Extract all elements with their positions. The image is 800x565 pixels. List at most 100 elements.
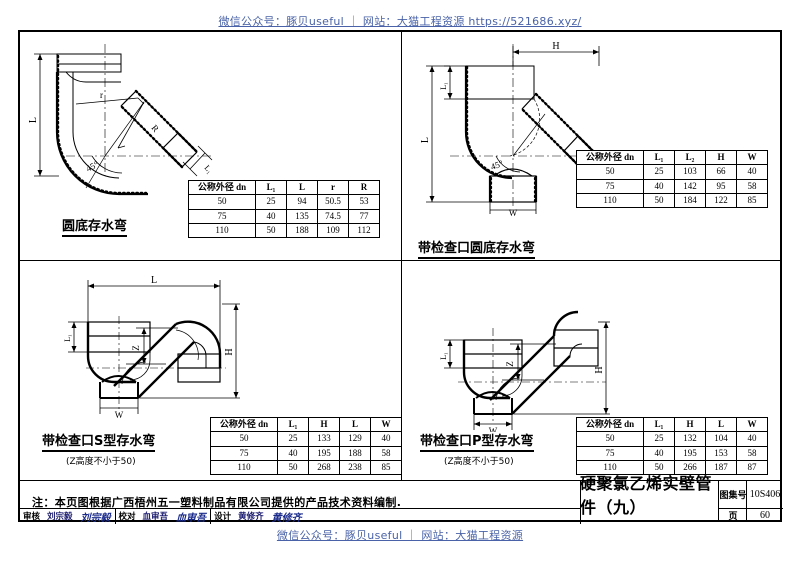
round-bottom-trap-drawing: L r R 45° L₁ bbox=[28, 44, 215, 196]
cell: 104 bbox=[705, 431, 737, 447]
cell: 184 bbox=[674, 192, 706, 209]
cell: 85 bbox=[736, 192, 768, 209]
cell: 58 bbox=[736, 178, 768, 194]
cell: 50.5 bbox=[317, 194, 349, 210]
cell: 95 bbox=[705, 178, 737, 194]
cell: 40 bbox=[643, 178, 675, 194]
sheet-inner: L r R 45° L₁ 圆底存水弯 公称外径 dn L₁ L r R 50 bbox=[20, 32, 783, 524]
table-row: 110 50 188 109 112 bbox=[188, 222, 380, 239]
cell: 40 bbox=[277, 445, 309, 461]
col-l1: L₁ bbox=[255, 179, 287, 196]
cell: 40 bbox=[255, 208, 287, 224]
drawing-sheet: L r R 45° L₁ 圆底存水弯 公称外径 dn L₁ L r R 50 bbox=[18, 30, 783, 524]
cell: 75 bbox=[576, 445, 644, 461]
divider-titleblock-left bbox=[580, 480, 581, 524]
table-row: 75 40 195 153 58 bbox=[576, 445, 768, 461]
cell: 77 bbox=[348, 208, 380, 224]
note-text: 注：本页图根据广西梧州五一塑料制品有限公司提供的产品技术资料编制. bbox=[32, 496, 402, 509]
caption-p-trap-with-cleanout: 带检查口P型存水弯 bbox=[420, 430, 534, 452]
col-l1: L₁ bbox=[643, 416, 675, 433]
col-l: L bbox=[286, 179, 318, 196]
cell: 50 bbox=[210, 431, 278, 447]
cell: 110 bbox=[576, 192, 644, 209]
cell: 103 bbox=[674, 164, 706, 180]
caption-round-bottom-trap-with-cleanout: 带检查口圆底存水弯 bbox=[418, 237, 536, 259]
table-row: 110 50 184 122 85 bbox=[576, 192, 768, 209]
subcaption-s-trap: (Z高度不小于50) bbox=[66, 457, 136, 467]
cell: 66 bbox=[705, 164, 737, 180]
cell: 50 bbox=[643, 192, 675, 209]
svg-text:H: H bbox=[552, 41, 559, 52]
svg-text:H: H bbox=[594, 366, 605, 373]
table-round-bottom-trap: 公称外径 dn L₁ L r R 50 25 94 50.5 53 75 40 bbox=[188, 179, 380, 239]
svg-text:L₁: L₁ bbox=[203, 163, 215, 175]
col-l: L bbox=[339, 416, 371, 433]
col-dn: 公称外径 dn bbox=[210, 416, 278, 433]
cell: 122 bbox=[705, 192, 737, 209]
cell: 85 bbox=[370, 459, 402, 476]
table-round-bottom-trap-wrap: 公称外径 dn L₁ L r R 50 25 94 50.5 53 75 40 bbox=[188, 179, 380, 239]
col-dn: 公称外径 dn bbox=[576, 149, 644, 166]
signature-label-review: 审核 bbox=[23, 512, 41, 522]
table-row: 50 25 103 66 40 bbox=[576, 164, 768, 180]
cell: 75 bbox=[188, 208, 256, 224]
table-row: 75 40 195 188 58 bbox=[210, 445, 402, 461]
cell: 135 bbox=[286, 208, 318, 224]
svg-text:W: W bbox=[115, 410, 124, 420]
divider-vertical-top bbox=[401, 32, 402, 260]
caption-s-trap-with-cleanout: 带检查口S型存水弯 bbox=[42, 430, 156, 452]
col-r-big: R bbox=[348, 179, 380, 196]
svg-text:W: W bbox=[509, 208, 518, 216]
cell: 25 bbox=[277, 431, 309, 447]
col-h: H bbox=[308, 416, 340, 433]
svg-text:Z: Z bbox=[131, 345, 141, 351]
divider-note-top bbox=[20, 480, 782, 481]
table-cleanout-round-wrap: 公称外径 dn L₁ L₂ H W 50 25 103 66 40 75 40 bbox=[576, 149, 768, 209]
cell: 110 bbox=[188, 222, 256, 239]
atlas-number-label: 图集号 bbox=[718, 480, 747, 509]
page-number-value: 60 bbox=[746, 508, 783, 522]
col-w: W bbox=[736, 149, 768, 166]
col-l1: L₁ bbox=[643, 149, 675, 166]
cell: 50 bbox=[576, 431, 644, 447]
col-w: W bbox=[736, 416, 768, 433]
svg-text:L₁: L₁ bbox=[439, 352, 448, 360]
cell: 94 bbox=[286, 194, 318, 210]
signature-name-review: 刘宗毅 bbox=[47, 512, 73, 522]
cell: 188 bbox=[286, 222, 318, 239]
signature-name-design: 黄修齐 bbox=[238, 512, 264, 522]
col-w: W bbox=[370, 416, 402, 433]
svg-text:L₁: L₁ bbox=[439, 82, 448, 90]
svg-text:L: L bbox=[151, 275, 157, 286]
svg-text:r: r bbox=[100, 90, 103, 100]
cell: 132 bbox=[674, 431, 706, 447]
cell: 142 bbox=[674, 178, 706, 194]
table-header-row: 公称外径 dn L₁ H L W bbox=[210, 416, 402, 433]
table-row: 50 25 133 129 40 bbox=[210, 431, 402, 447]
signature-handwriting-design: 黄修齐 bbox=[271, 512, 302, 524]
p-trap-drawing: L₁ Z H W bbox=[439, 310, 610, 432]
cell: 87 bbox=[736, 459, 768, 476]
cell: 153 bbox=[705, 445, 737, 461]
col-l: L bbox=[705, 416, 737, 433]
cell: 129 bbox=[339, 431, 371, 447]
table-header-row: 公称外径 dn L₁ L r R bbox=[188, 179, 380, 196]
table-row: 75 40 142 95 58 bbox=[576, 178, 768, 194]
panel-round-bottom-trap: L r R 45° L₁ bbox=[26, 36, 222, 196]
col-r-small: r bbox=[317, 179, 349, 196]
cell: 110 bbox=[210, 459, 278, 476]
table-header-row: 公称外径 dn L₁ L₂ H W bbox=[576, 149, 768, 166]
divider-signature-top bbox=[20, 508, 580, 509]
caption-round-bottom-trap: 圆底存水弯 bbox=[62, 215, 128, 237]
cell: 50 bbox=[576, 164, 644, 180]
cell: 75 bbox=[210, 445, 278, 461]
table-row: 50 25 94 50.5 53 bbox=[188, 194, 380, 210]
col-dn: 公称外径 dn bbox=[576, 416, 644, 433]
cell: 188 bbox=[339, 445, 371, 461]
divider-vertical-bottom bbox=[401, 260, 402, 480]
signature-row: 审核 刘宗毅 刘宗毅 校对 血审吾 血审吾 设计 黄修齐 黄修齐 bbox=[20, 508, 580, 524]
col-l1: L₁ bbox=[277, 416, 309, 433]
cell: 58 bbox=[736, 445, 768, 461]
watermark-bottom: 微信公众号：豚贝useful ｜ 网站：大猫工程资源 bbox=[0, 527, 800, 543]
cell: 25 bbox=[643, 164, 675, 180]
